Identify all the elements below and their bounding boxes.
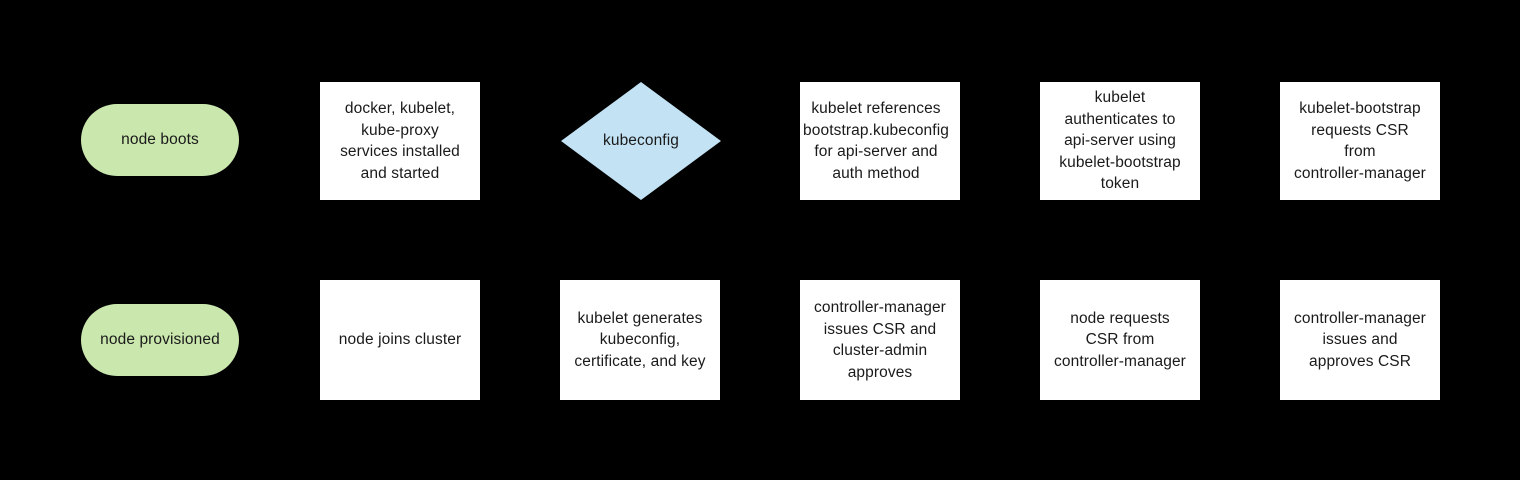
flowchart-node-kubelet-authenticates[interactable]: kubelet authenticates to api-server usin… <box>1040 82 1200 200</box>
flowchart-node-node-boots[interactable]: node boots <box>81 104 239 176</box>
flowchart-node-bootstrap-requests-csr[interactable]: kubelet-bootstrap requests CSR from cont… <box>1280 82 1440 200</box>
flowchart-node-label: node requests CSR from controller-manage… <box>1054 309 1186 370</box>
flowchart-node-controller-manager-issues-csr[interactable]: controller-manager issues CSR and cluste… <box>800 280 960 400</box>
flowchart-node-label: node boots <box>121 131 199 149</box>
flowchart-node-label: node provisioned <box>100 331 220 349</box>
flowchart-node-services-installed[interactable]: docker, kubelet, kube-proxy services ins… <box>320 82 480 200</box>
flowchart-node-node-requests-csr[interactable]: node requests CSR from controller-manage… <box>1040 280 1200 400</box>
flowchart-node-node-provisioned[interactable]: node provisioned <box>81 304 239 376</box>
flowchart-node-node-joins-cluster[interactable]: node joins cluster <box>320 280 480 400</box>
flowchart-node-label: kubelet generates kubeconfig, certificat… <box>574 309 706 370</box>
flowchart-node-label: kubelet references bootstrap.kubeconfig … <box>803 100 949 182</box>
flowchart-node-label: node joins cluster <box>338 331 462 349</box>
flowchart-node-label: controller-manager issues CSR and cluste… <box>814 299 946 381</box>
flowchart-node-label: docker, kubelet, kube-proxy services ins… <box>340 100 460 182</box>
flowchart-node-label: kubelet-bootstrap requests CSR from cont… <box>1294 100 1426 182</box>
flowchart-node-label: kubeconfig <box>603 132 679 150</box>
flowchart-node-label: kubelet authenticates to api-server usin… <box>1059 89 1181 193</box>
flowchart-node-kubelet-generates-kubeconfig[interactable]: kubelet generates kubeconfig, certificat… <box>560 280 720 400</box>
flowchart-node-label: controller-manager issues and approves C… <box>1294 309 1426 370</box>
flowchart-node-kubelet-references-bootstrap[interactable]: kubelet references bootstrap.kubeconfig … <box>800 82 960 200</box>
flowchart-node-controller-manager-approves-csr[interactable]: controller-manager issues and approves C… <box>1280 280 1440 400</box>
flowchart-node-kubeconfig-decision[interactable]: kubeconfig <box>561 82 721 200</box>
